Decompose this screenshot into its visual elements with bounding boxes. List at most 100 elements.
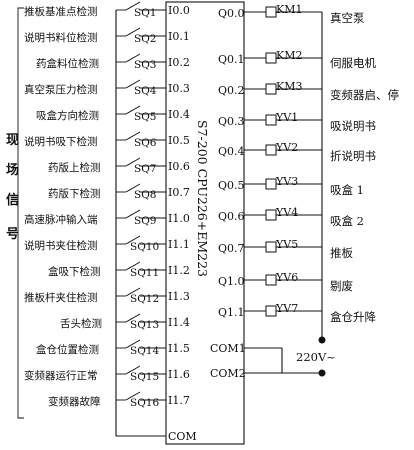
coil-symbol: [265, 83, 277, 95]
output-address: Q0.1: [218, 53, 245, 66]
output-devices: KM1 KM2 KM3 YV1 YV2 YV3 YV4 YV5 YV6 YV7: [275, 3, 302, 315]
switch-blade: [125, 1, 141, 11]
input-addresses: I0.0 I0.1 I0.2 I0.3 I0.4 I0.5 I0.6 I0.7 …: [168, 4, 190, 407]
coil-symbol: [265, 274, 277, 286]
coil-symbol: [265, 178, 277, 190]
input-address: I0.7: [168, 186, 190, 199]
plc-box: [165, 1, 245, 445]
output-common-1: COM1: [210, 342, 246, 355]
input-address: I0.5: [168, 134, 190, 147]
output-common-2: COM2: [210, 367, 246, 380]
switch-name: SQ4: [134, 85, 157, 97]
output-device: YV1: [275, 111, 298, 124]
input-address: I1.5: [168, 342, 190, 355]
coil-symbol: [265, 209, 277, 221]
switch-blade: [125, 53, 141, 63]
input-label: 说明书夹住检测: [24, 239, 98, 252]
switch-blade: [125, 287, 141, 297]
switch-blade: [125, 339, 141, 349]
output-device: YV3: [275, 175, 298, 188]
switch-blade: [125, 391, 141, 401]
input-label: 盒仓位置检测: [36, 343, 99, 356]
switch-blade: [125, 131, 141, 141]
switch-name: SQ6: [134, 137, 157, 149]
supply-terminal-top: [318, 336, 326, 344]
output-label: 吸说明书: [330, 119, 376, 133]
field-signal-label: 现 场 信 号: [6, 133, 19, 242]
output-device: YV2: [275, 141, 298, 154]
output-label: 吸盒 2: [330, 214, 364, 228]
input-label: 高速脉冲输入端: [24, 213, 98, 226]
input-label: 舌头检测: [60, 317, 102, 330]
coil-symbol: [265, 6, 277, 18]
switch-name: SQ3: [134, 59, 156, 71]
coil-symbol: [265, 241, 277, 253]
input-address: I0.0: [168, 4, 190, 17]
switch-name: SQ16: [130, 397, 159, 409]
input-address: I0.3: [168, 82, 190, 95]
coil-symbol: [265, 144, 277, 156]
switch-name: SQ1: [134, 7, 156, 19]
input-label: 药版上检测: [48, 161, 101, 174]
input-address: I1.2: [168, 264, 190, 277]
output-address: Q1.0: [218, 275, 245, 288]
switch-name: SQ2: [134, 33, 156, 45]
output-address: Q0.3: [218, 115, 245, 128]
output-address: Q0.0: [218, 7, 245, 20]
switch-blade: [125, 209, 141, 219]
output-labels: 真空泵 伺服电机 变频器启、停 吸说明书 折说明书 吸盒 1 吸盒 2 推板 剔…: [330, 11, 399, 324]
coil-symbol: [265, 114, 277, 126]
switch-blade: [125, 183, 141, 193]
coil-symbol: [265, 52, 277, 64]
switch-blade: [125, 235, 141, 245]
input-common-label: COM: [168, 430, 197, 443]
input-address: I1.3: [168, 290, 190, 303]
input-address: I1.6: [168, 368, 190, 381]
supply-terminal-bottom: [318, 369, 326, 377]
switch-name: SQ10: [130, 241, 159, 253]
switch-blade: [125, 261, 141, 271]
input-label: 盒吸下检测: [48, 265, 101, 278]
input-label: 说明书吸下检测: [24, 135, 98, 148]
input-label: 药盒料位检测: [36, 57, 99, 70]
input-label: 变频器运行正常: [24, 369, 98, 382]
output-label: 吸盒 1: [330, 183, 364, 197]
output-device: KM1: [276, 3, 302, 16]
output-address: Q0.2: [218, 84, 245, 97]
switch-name: SQ5: [134, 111, 156, 123]
output-address: Q0.4: [218, 145, 245, 158]
input-label: 变频器故障: [48, 395, 101, 408]
input-address: I1.0: [168, 212, 190, 225]
switch-name: SQ13: [130, 319, 159, 331]
switch-blade: [125, 157, 141, 167]
output-label: 真空泵: [330, 11, 365, 25]
switch-blade: [125, 105, 141, 115]
output-label: 变频器启、停: [330, 88, 399, 102]
side-char-1: 现: [6, 133, 19, 148]
input-label: 真空泵压力检测: [24, 83, 98, 96]
output-label: 盒仓升降: [330, 310, 376, 324]
input-label: 说明书料位检测: [24, 31, 98, 44]
switch-name: SQ11: [130, 267, 159, 279]
switch-name: SQ15: [130, 371, 159, 383]
input-label: 药版下检测: [48, 187, 101, 200]
coil-symbol: [265, 305, 277, 317]
output-label: 推板: [330, 246, 353, 260]
switch-blade: [125, 79, 141, 89]
output-address: Q0.7: [218, 242, 245, 255]
input-address: I1.7: [168, 394, 190, 407]
side-bracket: [17, 7, 24, 419]
switch-blade: [125, 27, 141, 37]
input-address: I1.4: [168, 316, 190, 329]
input-address: I0.1: [168, 30, 190, 43]
input-label: 推板杆夹住检测: [24, 291, 98, 304]
supply-label: 220V~: [296, 350, 336, 364]
input-labels: 推板基准点检测 说明书料位检测 药盒料位检测 真空泵压力检测 吸盒方向检测 说明…: [24, 5, 102, 408]
output-label: 剔废: [330, 279, 353, 293]
output-address: Q0.6: [218, 210, 245, 223]
input-wiring: [115, 1, 166, 437]
switch-name: SQ8: [134, 189, 156, 201]
output-device: KM2: [276, 49, 302, 62]
side-char-3: 信: [6, 192, 19, 208]
output-address: Q1.1: [218, 306, 245, 319]
